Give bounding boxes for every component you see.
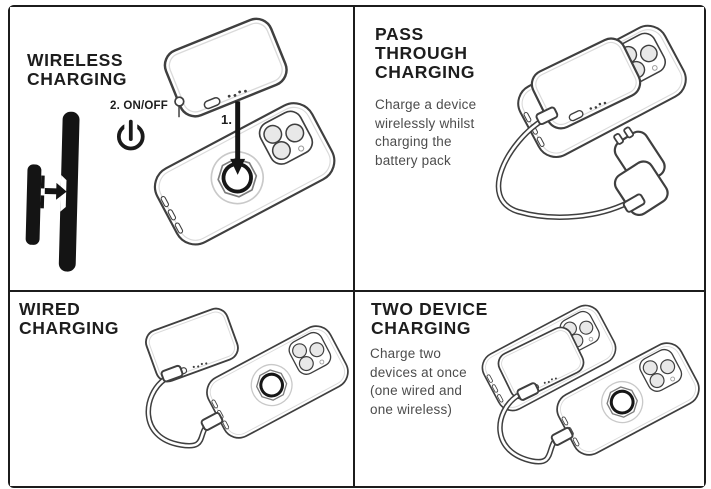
panel-description: Charge a device wirelessly whilst chargi… <box>375 96 476 170</box>
title-line: CHARGING <box>375 62 476 82</box>
panel-title: TWO DEVICE CHARGING <box>371 300 488 338</box>
panel-wired-charging: WIRED CHARGING <box>10 292 355 486</box>
title-line: PASS <box>375 24 424 44</box>
panel-two-device-charging: TWO DEVICE CHARGING Charge two devices a… <box>355 292 704 486</box>
cable-plug <box>516 382 540 401</box>
two-device-illustration <box>476 299 704 465</box>
title-line: CHARGING <box>19 318 120 338</box>
cable-plug <box>550 426 574 446</box>
title-line: WIRELESS <box>27 50 124 70</box>
wireless-charging-illustration <box>25 12 343 272</box>
phone-back <box>146 94 343 253</box>
panel-title: PASS THROUGH CHARGING <box>375 25 475 82</box>
cable-plug <box>160 364 184 383</box>
panel-description: Charge two devices at once (one wired an… <box>370 345 467 419</box>
side-attach-diagram <box>25 111 80 272</box>
panel-title: WIRELESS CHARGING <box>27 51 127 89</box>
description-line: Charge a device <box>375 97 477 112</box>
cable-plug <box>622 193 646 213</box>
description-line: devices at once <box>370 364 467 380</box>
instruction-card: WIRELESS CHARGING 2. ON/OFF 1. <box>8 5 706 488</box>
description-line: battery pack <box>375 152 451 168</box>
arrow-right-icon <box>44 182 67 200</box>
power-icon <box>116 119 145 151</box>
description-line: charging the <box>375 134 452 149</box>
arrow-down-icon <box>230 101 246 175</box>
description-line: Charge two <box>370 346 442 361</box>
charging-cable <box>145 376 209 449</box>
title-line: CHARGING <box>371 318 472 338</box>
on-off-label: 2. ON/OFF <box>109 100 168 112</box>
power-button <box>174 96 185 107</box>
description-line: (one wired and <box>370 383 463 398</box>
step-1-label: 1. <box>221 112 233 127</box>
title-line: TWO DEVICE <box>371 299 488 319</box>
title-line: CHARGING <box>27 69 128 89</box>
panel-wireless-charging: WIRELESS CHARGING 2. ON/OFF 1. <box>10 7 355 292</box>
title-line: WIRED <box>19 299 81 319</box>
panel-title: WIRED CHARGING <box>19 300 119 338</box>
battery-pack <box>158 12 293 123</box>
title-line: THROUGH <box>375 43 468 63</box>
pass-through-illustration <box>495 18 694 220</box>
wired-charging-illustration <box>141 304 353 449</box>
cable-plug <box>535 106 559 126</box>
description-line: one wireless) <box>370 401 453 417</box>
description-line: wirelessly whilst <box>375 115 475 131</box>
cable-plug <box>200 411 224 431</box>
panel-pass-through-charging: PASS THROUGH CHARGING Charge a device wi… <box>355 7 704 292</box>
